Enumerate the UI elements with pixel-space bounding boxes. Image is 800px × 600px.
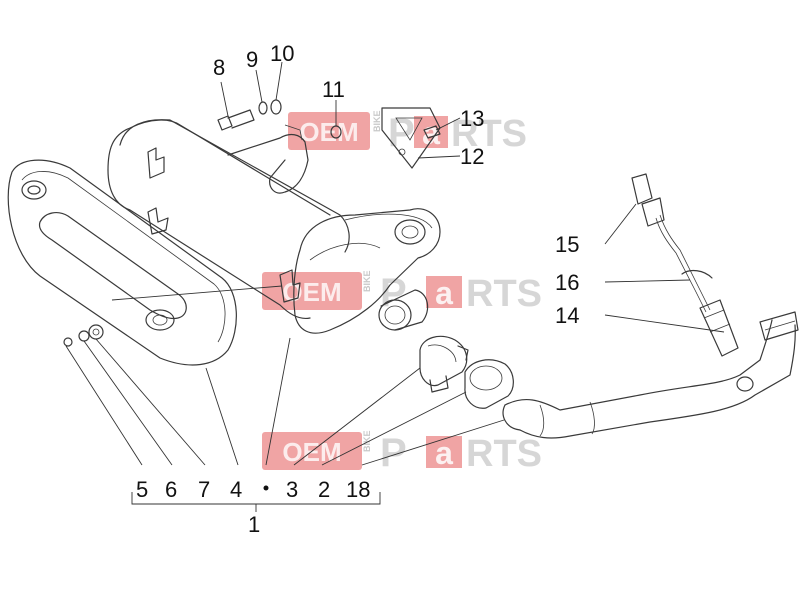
heat-shield-drawing bbox=[7, 159, 237, 366]
callout-6: 6 bbox=[165, 477, 177, 502]
watermark-a-text: a bbox=[435, 275, 453, 311]
callout-labels: 8 9 10 11 13 12 15 16 14 5 6 7 4 3 2 18 … bbox=[136, 41, 579, 537]
callout-11: 11 bbox=[322, 77, 345, 102]
watermark-a-box bbox=[426, 436, 462, 468]
callout-8: 8 bbox=[213, 55, 225, 80]
callout-18: 18 bbox=[346, 477, 370, 502]
callout-14: 14 bbox=[555, 303, 579, 328]
watermark-rts-text: RTS bbox=[466, 273, 542, 315]
watermark-oem-box bbox=[288, 112, 370, 150]
sleeve-drawing bbox=[464, 359, 514, 409]
silencer-drawing bbox=[107, 119, 441, 334]
clamp-drawing bbox=[419, 335, 469, 393]
callout-13: 13 bbox=[460, 106, 484, 131]
callout-10: 10 bbox=[270, 41, 294, 66]
callout-2: 2 bbox=[318, 477, 330, 502]
callout-3: 3 bbox=[286, 477, 298, 502]
watermark-bike-text: BIKE bbox=[362, 270, 372, 292]
watermark-top: OEM BIKE P a RTS bbox=[288, 110, 527, 155]
watermark-p-text: P bbox=[380, 431, 407, 475]
fasteners-drawing bbox=[63, 99, 441, 347]
callout-dot bbox=[263, 485, 269, 491]
watermark-oem-text: OEM bbox=[282, 277, 341, 307]
watermark-rts-text: RTS bbox=[466, 433, 542, 475]
callout-16: 16 bbox=[555, 270, 579, 295]
watermark-oem-text: OEM bbox=[282, 437, 341, 467]
watermark-a-box bbox=[426, 276, 462, 308]
lambda-sensor-drawing bbox=[631, 173, 739, 357]
watermark-a-box bbox=[414, 116, 448, 148]
callout-7: 7 bbox=[198, 477, 210, 502]
callout-1: 1 bbox=[248, 512, 260, 537]
leader-lines bbox=[65, 61, 725, 512]
watermark-rts-text: RTS bbox=[451, 113, 527, 155]
callout-5: 5 bbox=[136, 477, 148, 502]
watermark-a-text: a bbox=[422, 115, 440, 151]
watermark-oem-box bbox=[262, 272, 362, 310]
watermark-bike-text: BIKE bbox=[372, 110, 382, 132]
watermark-oem-text: OEM bbox=[299, 117, 358, 147]
watermark-bike-text: BIKE bbox=[362, 430, 372, 452]
watermark-a-text: a bbox=[435, 435, 453, 471]
exhaust-pipe-drawing bbox=[502, 311, 799, 439]
callout-4: 4 bbox=[230, 477, 242, 502]
callout-12: 12 bbox=[460, 144, 484, 169]
callout-15: 15 bbox=[555, 232, 579, 257]
callout-9: 9 bbox=[246, 47, 258, 72]
